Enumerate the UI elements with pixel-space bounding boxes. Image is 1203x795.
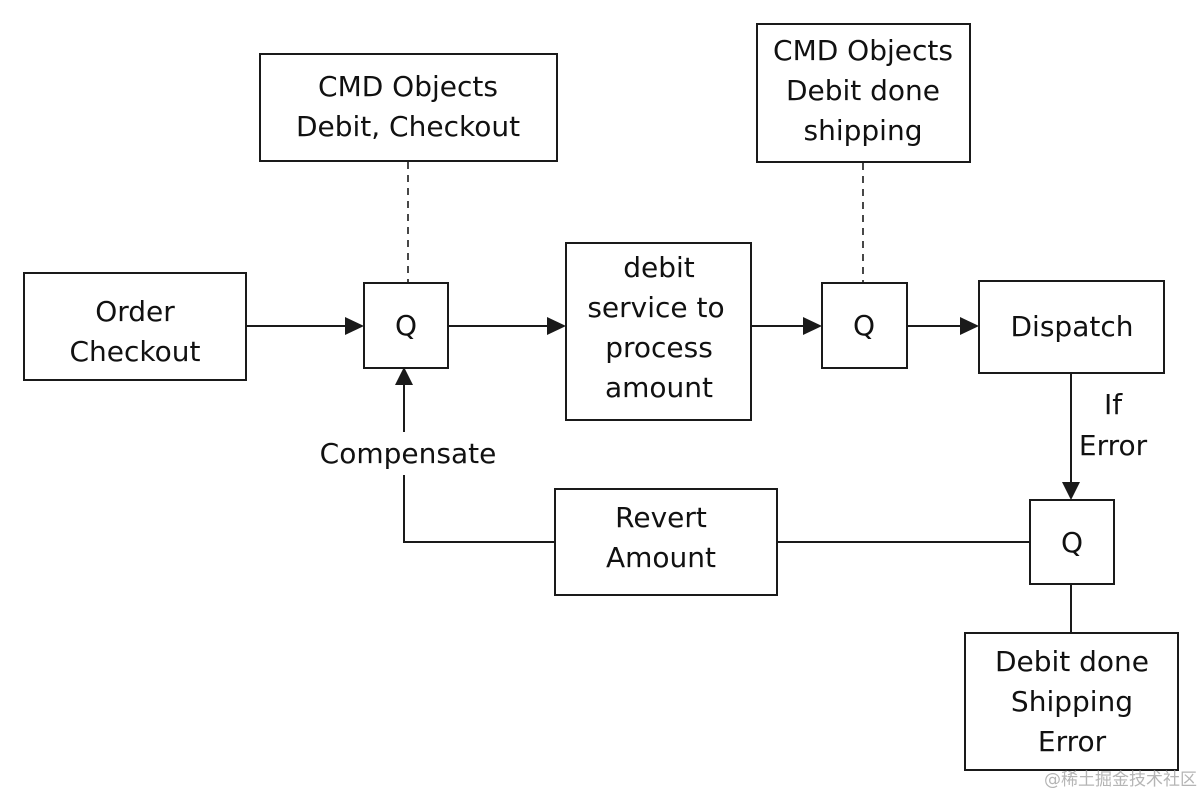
cmd2-label-3: shipping bbox=[804, 114, 923, 147]
if-error-label-2: Error bbox=[1079, 429, 1148, 462]
revert-amount-label-1: Revert bbox=[615, 501, 707, 534]
debit-service-label-4: amount bbox=[605, 371, 713, 404]
arrowhead-order-to-q1 bbox=[345, 317, 364, 335]
if-error-label-1: If bbox=[1104, 388, 1123, 421]
debit-service-label-1: debit bbox=[623, 251, 695, 284]
debit-error-label-2: Shipping bbox=[1011, 685, 1133, 718]
debit-error-box bbox=[964, 632, 1179, 771]
cmd2-label-1: CMD Objects bbox=[773, 34, 953, 67]
q2-label: Q bbox=[853, 309, 875, 342]
compensate-label: Compensate bbox=[320, 437, 497, 470]
dispatch-label: Dispatch bbox=[1011, 310, 1134, 343]
revert-amount-label-2: Amount bbox=[606, 541, 716, 574]
order-checkout-label-1: Order bbox=[95, 295, 175, 328]
q2-box bbox=[821, 282, 908, 369]
arrowhead-q1-to-debit-service bbox=[547, 317, 566, 335]
arrow-revert-to-q1 bbox=[403, 475, 555, 543]
arrowhead-q2-to-dispatch bbox=[960, 317, 979, 335]
cmd1-label-1: CMD Objects bbox=[318, 70, 498, 103]
q3-label: Q bbox=[1061, 526, 1083, 559]
watermark-text: @稀土掘金技术社区 bbox=[1044, 770, 1197, 790]
arrowhead-debit-service-to-q2 bbox=[803, 317, 822, 335]
cmd1-label-2: Debit, Checkout bbox=[296, 110, 520, 143]
q1-label: Q bbox=[395, 309, 417, 342]
revert-amount-box bbox=[554, 488, 778, 596]
cmd2-label-2: Debit done bbox=[786, 74, 940, 107]
debit-error-label-3: Error bbox=[1038, 725, 1107, 758]
debit-service-label-3: process bbox=[605, 331, 713, 364]
q3-box bbox=[1029, 499, 1115, 585]
cmd2-box bbox=[756, 23, 971, 163]
debit-error-label-1: Debit done bbox=[995, 645, 1149, 678]
debit-service-label-2: service to bbox=[587, 291, 724, 324]
order-checkout-label-2: Checkout bbox=[70, 335, 201, 368]
debit-service-box bbox=[565, 242, 752, 421]
dispatch-box bbox=[978, 280, 1165, 374]
arrowhead-dispatch-to-q3 bbox=[1062, 482, 1080, 500]
cmd1-box bbox=[259, 53, 558, 162]
order-checkout-box bbox=[23, 272, 247, 381]
q1-box bbox=[363, 282, 449, 369]
arrowhead-compensate-to-q1 bbox=[395, 367, 413, 385]
